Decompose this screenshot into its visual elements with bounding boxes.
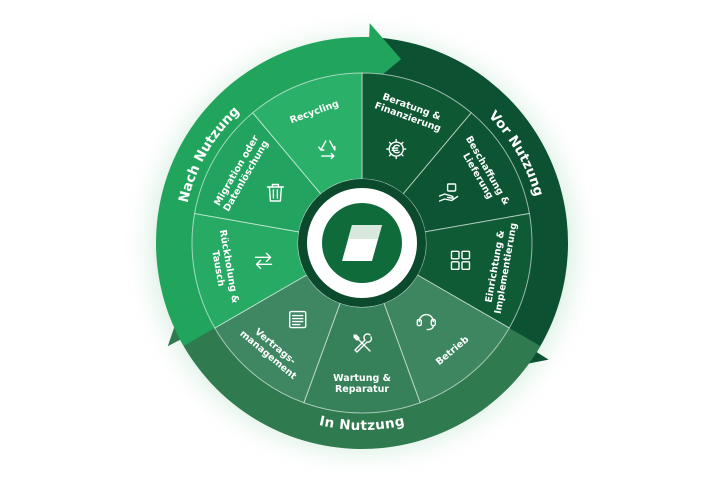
phase-label-in: In Nutzung <box>318 413 406 434</box>
headset-icon <box>416 313 436 331</box>
segment-4[interactable]: Wartung &Reparatur <box>303 302 421 414</box>
segment-shape <box>252 72 363 195</box>
document-icon <box>289 310 307 329</box>
tools-icon <box>353 333 373 353</box>
segment-8[interactable]: Recycling <box>252 72 363 195</box>
grid-apps-icon <box>450 250 471 271</box>
phase-band-vor <box>362 37 568 369</box>
delivery-hand-icon <box>438 183 459 202</box>
segment-3[interactable]: Betrieb <box>383 274 510 404</box>
trash-icon <box>266 183 285 202</box>
segment-7[interactable]: Migration oderDatenlöschung <box>194 112 322 233</box>
brand-logo-icon <box>342 225 382 261</box>
recycle-icon <box>318 140 336 160</box>
phase-band-nach <box>156 23 402 346</box>
swap-arrows-icon <box>254 252 273 270</box>
phase-band-in <box>167 301 541 450</box>
segment-5[interactable]: Vertrags-management <box>214 274 341 404</box>
segment-label: Wartung &Reparatur <box>333 373 391 395</box>
euro-gear-icon <box>386 138 407 160</box>
segment-6[interactable]: Rückholung &Tausch <box>191 212 308 329</box>
